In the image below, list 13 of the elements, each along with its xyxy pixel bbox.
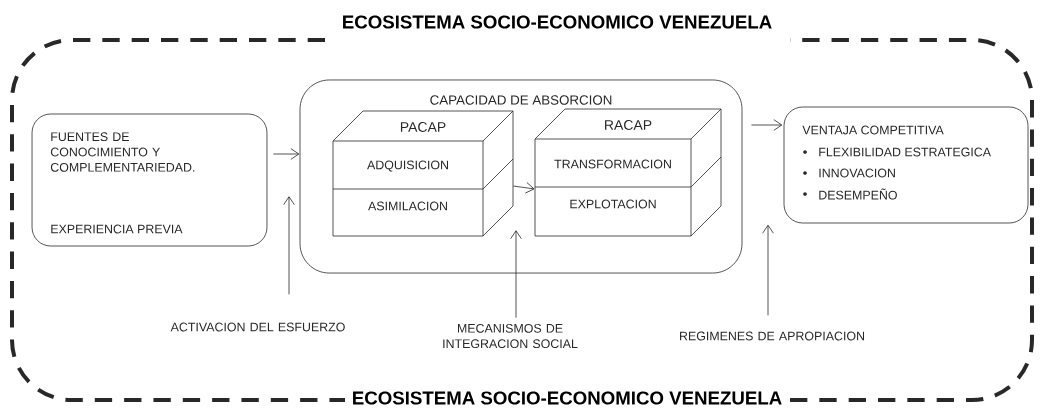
cube-box: PACAP ADQUISICION ASIMILACION — [332, 110, 514, 237]
arrow — [762, 224, 774, 316]
arrow — [512, 182, 535, 194]
factor-label: ACTIVACION DEL ESFUERZO — [170, 322, 345, 332]
arrow — [272, 148, 300, 160]
cube-box: RACAP TRANSFORMACION EXPLOTACION — [534, 108, 722, 237]
source-box: FUENTES DE CONOCIMIENTO Y COMPLEMENTARIEDAD. EXPERIENCIA PREVIA — [31, 113, 268, 247]
factor-label: REGIMENES DE APROPIACION — [680, 331, 864, 341]
arrow — [510, 230, 522, 319]
factor-label: MECANISMOS DE INTEGRACION SOCIAL — [443, 323, 578, 349]
arrow — [751, 119, 783, 131]
arrow — [283, 196, 295, 295]
advantage-box: VENTAJA COMPETITIVA FLEXIBILIDAD ESTRATEGICA INNOVACION DESEMPEÑO — [783, 106, 1029, 224]
